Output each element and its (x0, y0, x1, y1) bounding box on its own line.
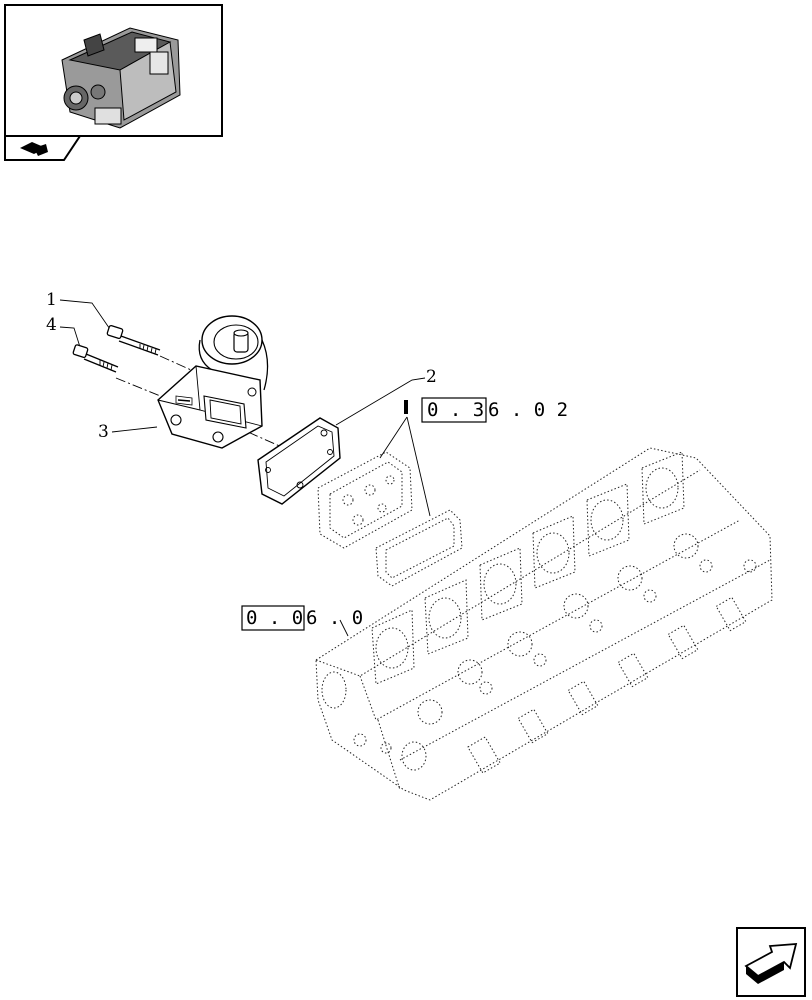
next-page-arrow-icon[interactable] (736, 927, 806, 997)
callout-2: 2 (426, 367, 437, 387)
housing-part-3[interactable] (157, 315, 269, 449)
callout-leaders (59, 299, 426, 433)
book-icon (20, 142, 48, 156)
reference-label-0-06-0[interactable]: 0 . 0 6 . 0 (241, 605, 363, 631)
reference-label-0-36-02[interactable]: 0 . 3 6 . 0 2 (404, 397, 568, 423)
callout-3: 3 (98, 422, 109, 442)
callout-4: 4 (46, 315, 57, 335)
engine-thumbnail[interactable] (4, 4, 223, 161)
reference-leaders (339, 416, 431, 637)
reference-label-rest: 6 . 0 (306, 607, 363, 629)
reference-label-rest: 6 . 0 2 (488, 399, 568, 421)
reference-cover-dotted (317, 451, 413, 549)
bolt-part-1[interactable] (106, 324, 161, 356)
cylinder-head-dotted (315, 447, 773, 801)
reference-label-boxed: 0 . 0 (246, 607, 303, 629)
gasket-part-2[interactable] (257, 417, 341, 505)
reference-gasket-dotted (375, 509, 463, 587)
callout-1: 1 (46, 290, 57, 310)
reference-label-boxed: 0 . 3 (427, 399, 484, 421)
bolt-part-4[interactable] (72, 344, 119, 373)
